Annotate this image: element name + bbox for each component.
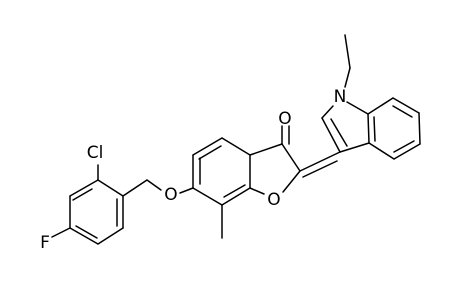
fluorine-label: F xyxy=(40,233,50,253)
atom-labels: O N O O Cl F xyxy=(40,87,346,253)
indole-nitrogen-label: N xyxy=(334,87,347,107)
carbonyl-oxygen-label: O xyxy=(278,109,291,129)
ether-oxygen-label: O xyxy=(164,185,177,205)
chlorine-label: Cl xyxy=(87,143,104,163)
ring-oxygen-label: O xyxy=(267,190,280,210)
bonds xyxy=(51,34,421,245)
